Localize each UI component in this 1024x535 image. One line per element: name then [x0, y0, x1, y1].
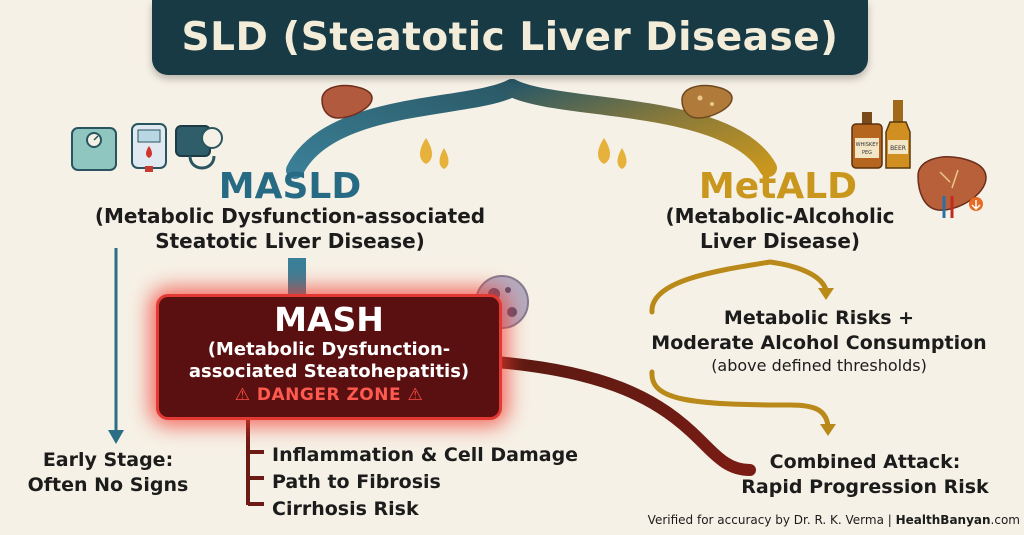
metald-risks-note: (above defined thresholds): [711, 356, 927, 375]
page-title: SLD (Steatotic Liver Disease): [181, 15, 839, 60]
early-stage-line1: Early Stage:: [42, 449, 174, 471]
blood-pressure-monitor-icon: [175, 125, 223, 170]
metald-risks: Metabolic Risks + Moderate Alcohol Consu…: [624, 306, 1014, 356]
metald-heading: MetALD: [698, 166, 858, 207]
mash-outcomes-list: Inflammation & Cell Damage Path to Fibro…: [272, 442, 578, 523]
mash-to-combined-path: [490, 356, 756, 476]
danger-zone-text: DANGER ZONE: [256, 385, 402, 405]
whiskey-label: WHISKEY: [856, 142, 880, 148]
masld-subtitle: (Metabolic Dysfunction-associated Steato…: [60, 204, 520, 254]
masld-subtitle-line2: Steatotic Liver Disease): [155, 229, 425, 253]
metald-risks-line2: Moderate Alcohol Consumption: [651, 332, 987, 354]
beer-bottle-icon: BEER: [885, 100, 911, 169]
weighing-scale-icon: [71, 127, 117, 171]
early-stage-arrowhead: [108, 430, 124, 444]
metald-arrow-bottom: [649, 369, 831, 429]
verified-text: Verified for accuracy by Dr. R. K. Verma…: [647, 513, 896, 527]
liver-icon-right: [681, 84, 733, 119]
whiskey-bottle-icon: WHISKEY PEG: [851, 112, 883, 169]
list-item: Inflammation & Cell Damage: [272, 444, 579, 466]
metald-subtitle-line2: Liver Disease): [699, 229, 861, 253]
branch-left: [286, 79, 521, 179]
verification-footer: Verified for accuracy by Dr. R. K. Verma…: [560, 513, 1020, 527]
branch-right: [503, 79, 777, 177]
peg-label: PEG: [862, 150, 872, 156]
mash-heading: MASH: [274, 300, 384, 339]
fat-droplet-icon: [420, 138, 449, 169]
masld-to-mash-connector: [288, 258, 306, 298]
masld-heading: MASLD: [218, 166, 362, 207]
metald-subtitle: (Metabolic-Alcoholic Liver Disease): [630, 204, 930, 254]
early-stage-note: Early Stage: Often No Signs: [8, 448, 208, 498]
brand-suffix: .com: [990, 513, 1020, 527]
list-item: Path to Fibrosis: [272, 471, 441, 493]
mash-subtitle-line1: (Metabolic Dysfunction-: [207, 339, 451, 360]
fat-droplet-icon-right: [598, 138, 627, 169]
combined-line2: Rapid Progression Risk: [741, 476, 989, 498]
list-item: Cirrhosis Risk: [272, 498, 419, 520]
combined-attack: Combined Attack: Rapid Progression Risk: [730, 450, 1000, 500]
title-banner: SLD (Steatotic Liver Disease): [152, 0, 868, 75]
mash-subtitle-line2: associated Steatohepatitis): [188, 361, 470, 382]
danger-zone-label: ⚠ DANGER ZONE ⚠: [159, 385, 499, 405]
metald-subtitle-line1: (Metabolic-Alcoholic: [665, 204, 895, 228]
warning-icon-right: ⚠: [407, 385, 424, 405]
liver-icon: [321, 84, 373, 119]
early-stage-line2: Often No Signs: [27, 474, 189, 496]
beer-label: BEER: [890, 145, 906, 152]
mash-box: MASH (Metabolic Dysfunction- associated …: [156, 294, 502, 420]
metald-arrowhead-top: [818, 288, 834, 300]
metald-arrowhead-bottom: [820, 424, 836, 436]
damaged-liver-icon: [917, 156, 987, 218]
combined-line1: Combined Attack:: [769, 451, 961, 473]
metald-risks-line1: Metabolic Risks +: [723, 307, 915, 329]
glucose-meter-icon: [131, 123, 167, 172]
mash-list-ticks: [248, 450, 264, 506]
warning-icon: ⚠: [234, 385, 251, 405]
metald-arrow-top: [649, 259, 829, 315]
brand-name: HealthBanyan: [895, 513, 991, 527]
masld-subtitle-line1: (Metabolic Dysfunction-associated: [94, 204, 486, 228]
